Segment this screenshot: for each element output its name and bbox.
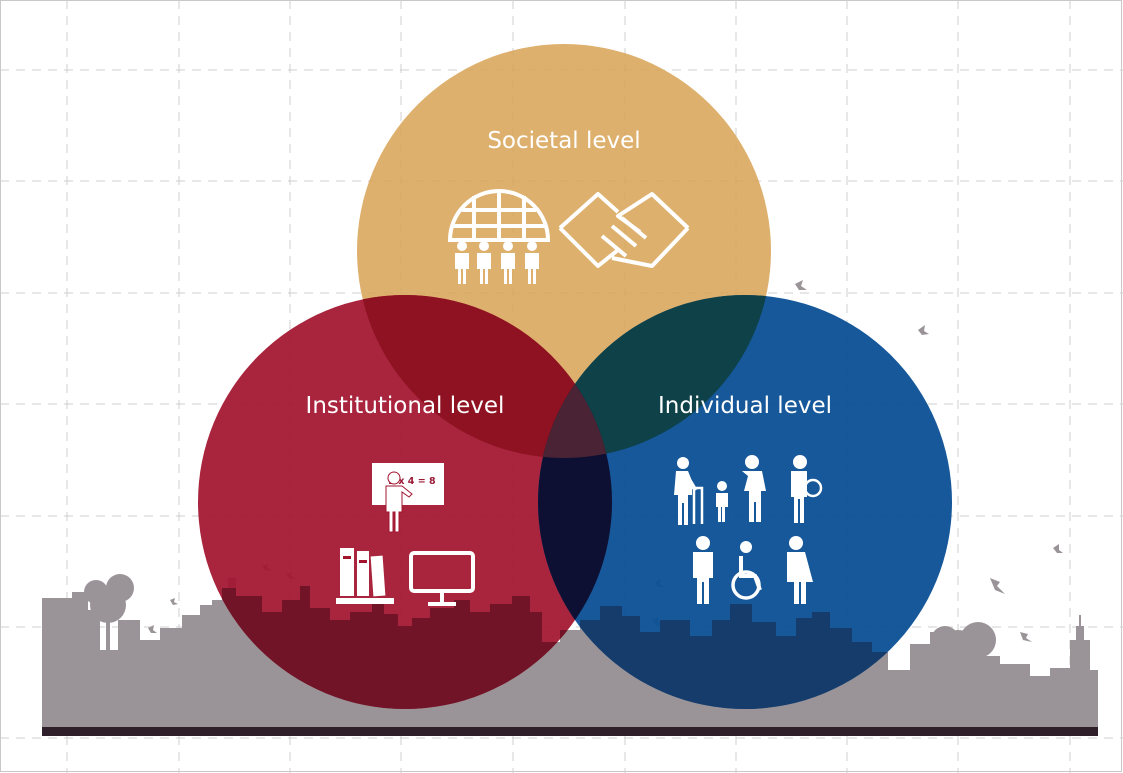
wheelchair-icon [731, 541, 762, 600]
elderly-walker-icon [674, 457, 704, 525]
ground-bar [42, 727, 1098, 736]
person-ball-icon [791, 455, 823, 523]
man-icon [693, 536, 713, 604]
parent-child-icon [716, 455, 766, 522]
institutional-level-label: Institutional level [306, 393, 505, 419]
books-icon [336, 548, 394, 604]
societal-level-label: Societal level [487, 128, 640, 154]
individual-level-label: Individual level [658, 393, 832, 419]
monitor-icon [409, 551, 475, 606]
teacher-blackboard-icon: 2 x 4 = 8 [372, 463, 444, 533]
overlap-societal-individual [538, 295, 771, 458]
venn-circles [198, 44, 952, 709]
overlap-societal-institutional [357, 295, 612, 458]
handshake-icon [558, 192, 690, 268]
woman-icon [787, 536, 813, 604]
globe-people-icon [447, 189, 551, 284]
blackboard-text: 2 x 4 = 8 [388, 476, 436, 487]
